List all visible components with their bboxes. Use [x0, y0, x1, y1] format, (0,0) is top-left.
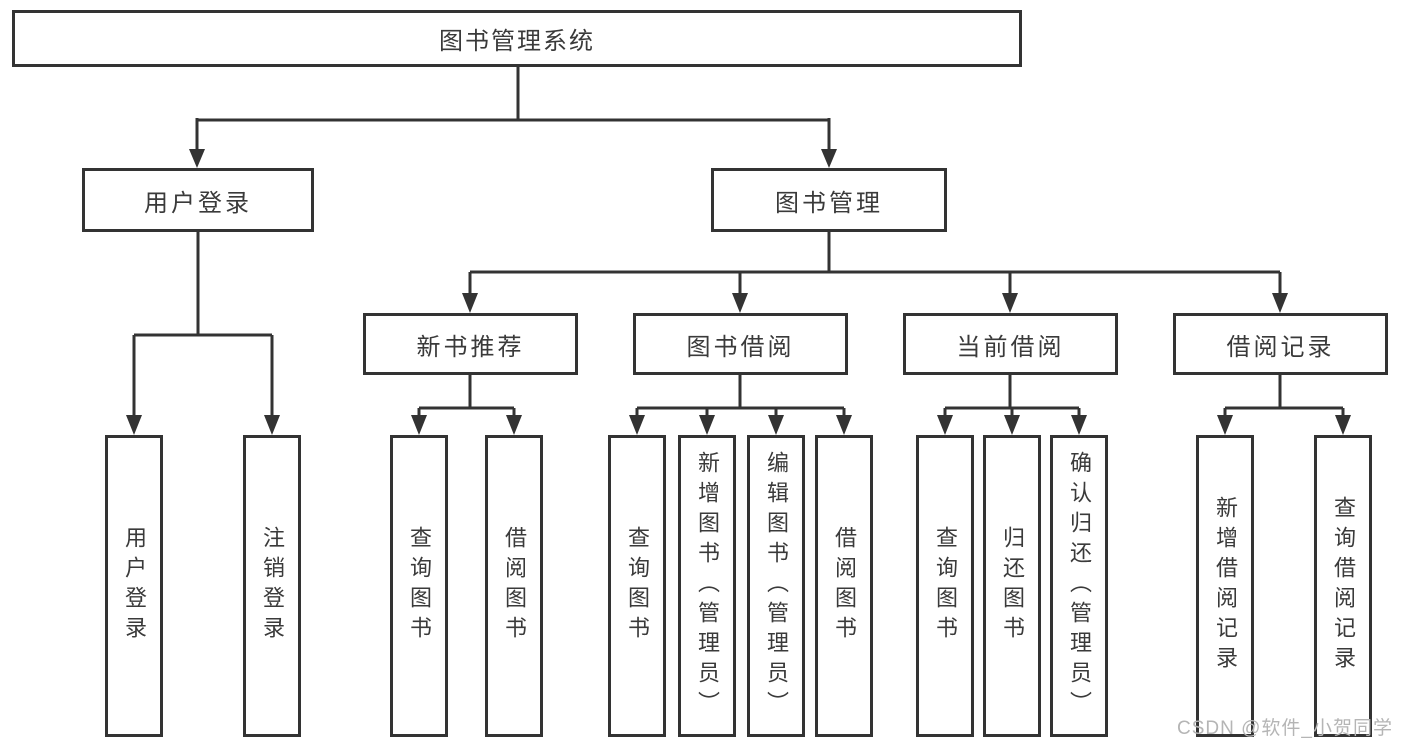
node-label: 图书管理: [775, 189, 883, 217]
leaf-label: 新增图书（管理员）: [695, 451, 720, 721]
arrowhead-icon: [629, 415, 645, 435]
arrowhead-icon: [1217, 415, 1233, 435]
leaf-edit-books-admin: 编辑图书（管理员）: [747, 435, 805, 737]
arrowhead-icon: [821, 149, 837, 168]
leaf-logout: 注销登录: [243, 435, 301, 737]
node-label: 新书推荐: [416, 333, 525, 361]
node-book-borrowing: 图书借阅: [633, 313, 848, 375]
wire-user-login-to-leaves: [132, 232, 274, 420]
leaf-label: 用户登录: [122, 526, 147, 646]
node-library-management-system: 图书管理系统: [12, 10, 1022, 67]
arrowhead-icon: [126, 415, 142, 435]
arrowhead-icon: [411, 415, 427, 435]
node-label: 借阅记录: [1226, 333, 1335, 361]
leaf-label: 借阅图书: [832, 526, 857, 646]
arrowhead-icon: [1071, 415, 1087, 435]
wire-root-to-level2: [195, 67, 831, 153]
leaf-query-books-borrowing: 查询图书: [608, 435, 666, 737]
node-label: 当前借阅: [956, 333, 1065, 361]
leaf-add-books-admin: 新增图书（管理员）: [678, 435, 736, 737]
leaf-confirm-return-admin: 确认归还（管理员）: [1050, 435, 1108, 737]
wire-book-management-to-level3: [468, 232, 1282, 298]
leaf-label: 查询图书: [625, 526, 650, 646]
leaf-label: 查询图书: [407, 526, 432, 646]
leaf-return-books: 归还图书: [983, 435, 1041, 737]
arrowhead-icon: [836, 415, 852, 435]
leaf-label: 编辑图书（管理员）: [764, 451, 789, 721]
node-borrowing-records: 借阅记录: [1173, 313, 1388, 375]
leaf-query-books-recommend: 查询图书: [390, 435, 448, 737]
arrowhead-icon: [1004, 415, 1020, 435]
arrowhead-icon: [768, 415, 784, 435]
leaf-borrow-books-borrowing: 借阅图书: [815, 435, 873, 737]
node-new-book-recommendation: 新书推荐: [363, 313, 578, 375]
leaf-label: 借阅图书: [502, 526, 527, 646]
wire-new-book-recommendation-to-leaves: [417, 375, 516, 420]
node-current-borrowing: 当前借阅: [903, 313, 1118, 375]
leaf-label: 确认归还（管理员）: [1067, 451, 1092, 721]
leaf-query-books-current: 查询图书: [916, 435, 974, 737]
leaf-label: 新增借阅记录: [1213, 496, 1238, 676]
leaf-borrow-books-recommend: 借阅图书: [485, 435, 543, 737]
arrowhead-icon: [937, 415, 953, 435]
arrowhead-icon: [1335, 415, 1351, 435]
node-label: 图书管理系统: [439, 28, 595, 55]
wire-current-borrowing-to-leaves: [943, 375, 1081, 420]
arrowhead-icon: [264, 415, 280, 435]
arrowhead-icon: [1002, 293, 1018, 313]
leaf-label: 查询借阅记录: [1331, 496, 1356, 676]
node-user-login: 用户登录: [82, 168, 314, 232]
leaf-user-login: 用户登录: [105, 435, 163, 737]
node-label: 用户登录: [144, 189, 252, 217]
node-label: 图书借阅: [686, 333, 795, 361]
arrowhead-icon: [462, 293, 478, 313]
arrowhead-icon: [1272, 293, 1288, 313]
arrow-heads: [126, 149, 1351, 435]
wire-borrowing-records-to-leaves: [1223, 375, 1345, 420]
leaf-add-borrow-record: 新增借阅记录: [1196, 435, 1254, 737]
arrowhead-icon: [189, 149, 205, 168]
leaf-label: 注销登录: [260, 526, 285, 646]
leaf-query-borrow-record: 查询借阅记录: [1314, 435, 1372, 737]
node-book-management: 图书管理: [711, 168, 947, 232]
watermark: CSDN @软件_小贺同学: [1177, 718, 1393, 739]
wire-book-borrowing-to-leaves: [635, 375, 846, 420]
leaf-label: 查询图书: [933, 526, 958, 646]
leaf-label: 归还图书: [1000, 526, 1025, 646]
arrowhead-icon: [699, 415, 715, 435]
arrowhead-icon: [732, 293, 748, 313]
arrowhead-icon: [506, 415, 522, 435]
